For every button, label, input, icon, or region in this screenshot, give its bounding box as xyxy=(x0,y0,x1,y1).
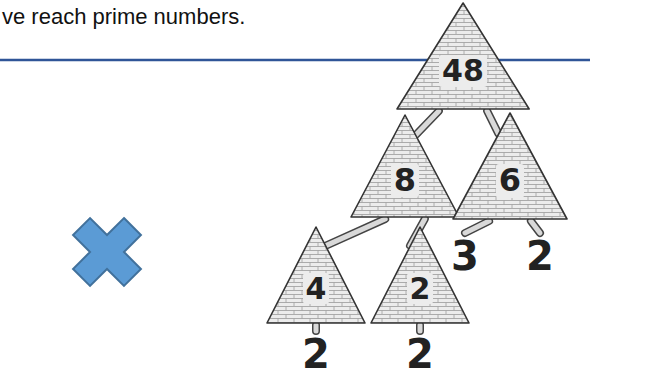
stick-fill xyxy=(314,325,319,331)
pyramid-node: 4 xyxy=(266,226,366,324)
stick-connector xyxy=(326,219,385,246)
pyramid-fill xyxy=(453,113,567,219)
pyramid-node: 6 xyxy=(452,112,568,220)
stick-outline xyxy=(416,325,424,331)
prime-number-text: 3 xyxy=(451,236,479,276)
prime-number-text: 2 xyxy=(302,334,330,374)
node-number: 2 xyxy=(407,273,434,305)
heading-text: ve reach prime numbers. xyxy=(2,4,245,30)
pyramid-bricks xyxy=(453,113,567,219)
node-number: 6 xyxy=(496,164,524,198)
stick-fill xyxy=(418,325,423,331)
pyramid-outline xyxy=(267,227,365,323)
pyramid-node: 8 xyxy=(350,114,460,218)
stick-connector xyxy=(531,221,540,233)
stick-connector xyxy=(487,111,498,134)
prime-number: 2 xyxy=(406,334,434,374)
pyramid-outline xyxy=(351,115,459,217)
stick-outline xyxy=(416,111,439,135)
stick-outline xyxy=(312,325,320,331)
stick-outline xyxy=(531,221,540,233)
stick-outline xyxy=(487,111,498,134)
pyramid-fill xyxy=(267,227,365,323)
stick-fill xyxy=(326,219,385,246)
prime-number: 2 xyxy=(526,236,554,276)
stick-connector xyxy=(316,325,317,331)
stick-connector xyxy=(416,111,439,135)
stick-connector xyxy=(420,325,421,331)
prime-number: 2 xyxy=(302,334,330,374)
node-number: 48 xyxy=(439,55,487,87)
pyramid-outline xyxy=(397,3,529,109)
stick-outline xyxy=(326,219,385,246)
prime-number-text: 2 xyxy=(406,334,434,374)
pyramid-fill xyxy=(351,115,459,217)
stick-outline xyxy=(465,221,489,233)
stick-connector xyxy=(465,221,489,233)
pyramid-bricks xyxy=(351,115,459,217)
node-number: 8 xyxy=(391,164,419,198)
cross-symbol xyxy=(56,201,158,303)
pyramid-bricks xyxy=(267,227,365,323)
prime-number-text: 2 xyxy=(526,236,554,276)
pyramid-bricks xyxy=(397,3,529,109)
stick-fill xyxy=(416,111,439,135)
node-number: 4 xyxy=(303,273,330,305)
stick-fill xyxy=(465,221,489,233)
stick-fill xyxy=(531,221,540,233)
pyramid-fill xyxy=(397,3,529,109)
heading-rule xyxy=(0,59,590,62)
pyramid-outline xyxy=(453,113,567,219)
stick-fill xyxy=(487,111,498,134)
pyramid-node: 48 xyxy=(396,2,530,110)
prime-number: 3 xyxy=(451,236,479,276)
